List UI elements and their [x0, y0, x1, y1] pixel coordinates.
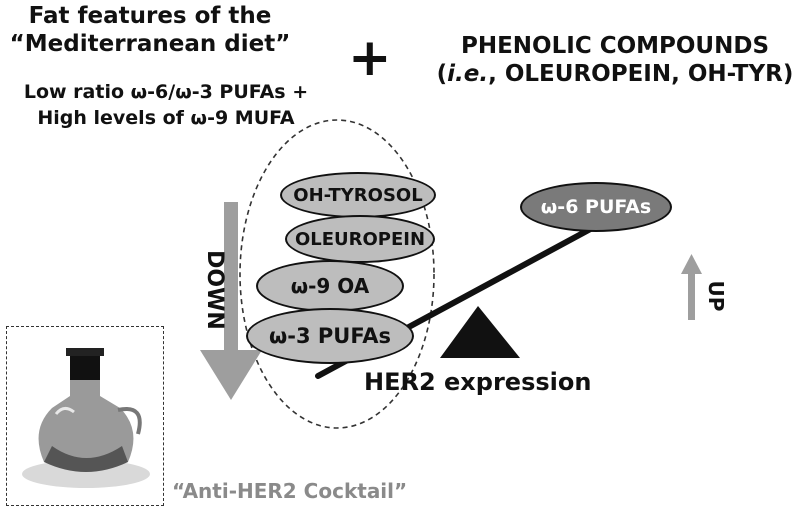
left-group-dashed-ellipse	[239, 119, 435, 429]
plus-sign: +	[348, 28, 392, 88]
down-label: DOWN	[202, 250, 227, 330]
fat-features-title-line1: Fat features of the	[28, 3, 272, 29]
her2-expression-label: HER2 expression	[364, 368, 592, 396]
pill-omega3-pufas: ω-3 PUFAs	[246, 308, 414, 364]
phenolic-title-line2: (i.e., OLEUROPEIN, OH-TYR)	[436, 61, 794, 87]
pill-oleuropein: OLEUROPEIN	[285, 215, 435, 263]
pufa-ratio-line1: Low ratio ω-6/ω-3 PUFAs +	[23, 81, 309, 103]
fat-features-title-line2: “Mediterranean diet”	[9, 31, 291, 57]
phenolic-title-line1: PHENOLIC COMPOUNDS	[460, 33, 770, 59]
pill-omega6-pufas: ω-6 PUFAs	[520, 182, 672, 232]
cocktail-image-frame	[6, 326, 164, 506]
up-label: UP	[704, 280, 728, 312]
olive-oil-bottle-icon	[22, 348, 150, 488]
pill-oh-tyrosol: OH-TYROSOL	[280, 172, 436, 218]
up-arrow-icon	[681, 254, 702, 320]
fulcrum-triangle	[440, 306, 520, 358]
pill-omega9-oa: ω-9 OA	[256, 260, 404, 312]
down-arrow-icon	[200, 202, 262, 400]
anti-her2-cocktail-label: “Anti-HER2 Cocktail”	[172, 479, 408, 503]
pufa-ratio-line2: High levels of ω-9 MUFA	[37, 107, 295, 129]
